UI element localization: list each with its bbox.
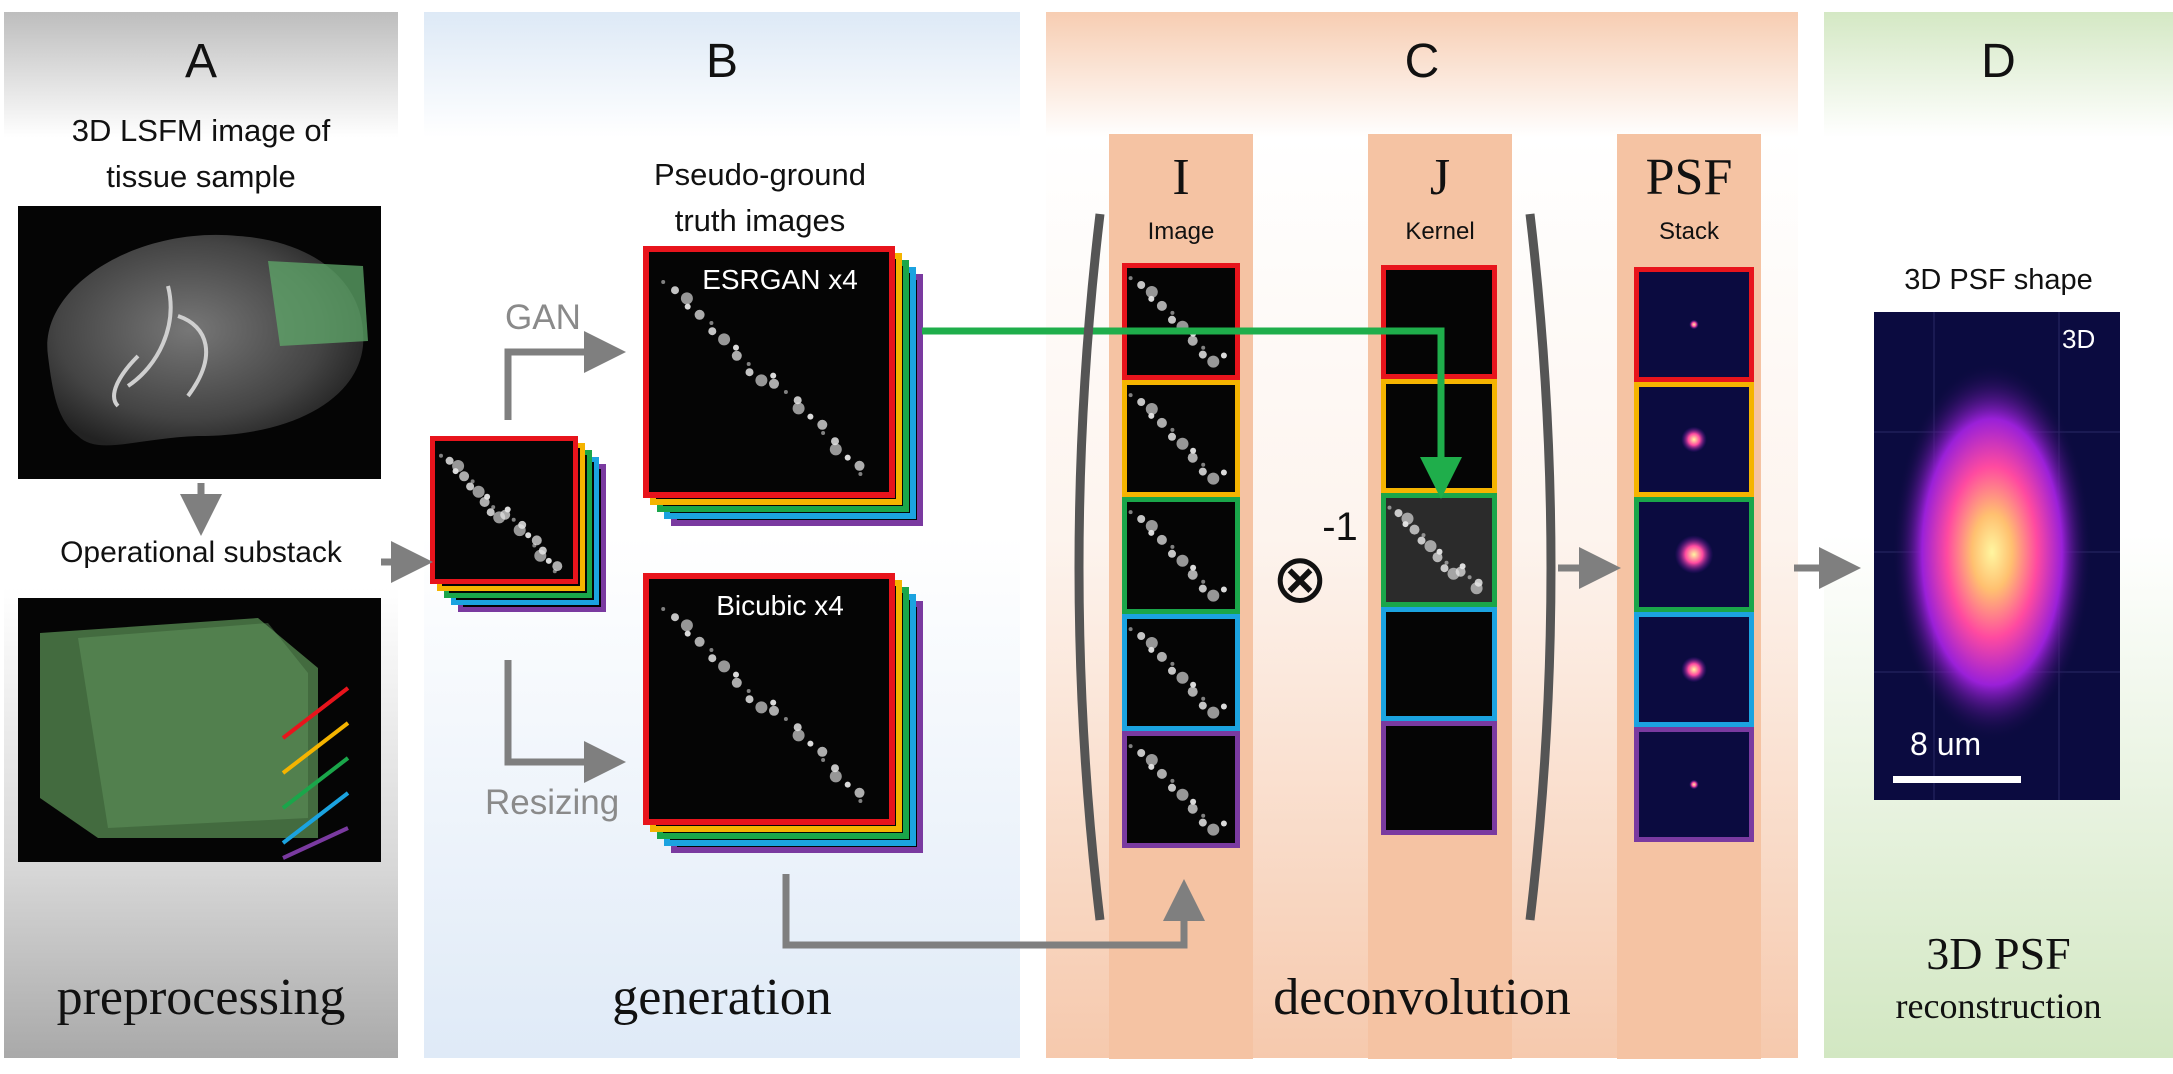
image-column-tile	[1122, 263, 1240, 380]
psf-column-tile	[1634, 267, 1754, 382]
esrgan-label: ESRGAN x4	[702, 264, 858, 295]
col-psf-symbol: PSF	[1645, 149, 1733, 206]
psf-3d-render	[1874, 312, 2120, 800]
kernel-column-tile	[1381, 493, 1497, 607]
psf-column-tile	[1634, 612, 1754, 727]
footer-deconvolution: deconvolution	[1273, 969, 1571, 1026]
kernel-column-tile	[1381, 607, 1497, 721]
bicubic-label: Bicubic x4	[716, 590, 844, 621]
operational-substack-label: Operational substack	[60, 536, 342, 569]
scale-bar	[1893, 776, 2021, 783]
image-column-tile	[1122, 731, 1240, 848]
pseudo-ground-truth-caption: Pseudo-ground truth images	[630, 152, 890, 244]
kernel-column-tile	[1381, 265, 1497, 379]
esrgan-stack-layer	[643, 246, 895, 498]
kernel-column-tile	[1381, 721, 1497, 835]
panel-letter-c: C	[1404, 35, 1440, 88]
col-j-symbol: J	[1429, 149, 1451, 206]
footer-preprocessing: preprocessing	[56, 969, 346, 1026]
substack-stack-layer	[430, 436, 578, 584]
operational-substack-image	[18, 598, 381, 862]
image-column-tile	[1122, 614, 1240, 731]
psf-3d-tag: 3D	[2062, 324, 2096, 354]
pseudo-caption-line1: Pseudo-ground	[654, 157, 866, 192]
panel-letter-a: A	[184, 35, 217, 88]
col-i-symbol: I	[1172, 149, 1190, 206]
resizing-label: Resizing	[485, 783, 620, 822]
bicubic-stack-layer	[643, 573, 895, 825]
col-psf-sub: Stack	[1658, 218, 1720, 245]
lsfm-caption-line2: tissue sample	[106, 159, 296, 194]
kernel-column-tile	[1381, 379, 1497, 493]
image-column-tile	[1122, 497, 1240, 614]
lsfm-caption: 3D LSFM image of tissue sample	[14, 108, 388, 200]
footer-psf-reconstruction: 3D PSF reconstruction	[1824, 928, 2173, 1032]
inverse-exponent: -1	[1322, 505, 1358, 549]
col-i-sub: Image	[1147, 218, 1215, 245]
lsfm-brain-image	[18, 206, 381, 479]
psf-column-tile	[1634, 727, 1754, 842]
scale-bar-label: 8 um	[1910, 726, 1982, 762]
psf-column-tile	[1634, 497, 1754, 612]
lsfm-caption-line1: 3D LSFM image of	[71, 113, 331, 148]
psf-column-tile	[1634, 382, 1754, 497]
gan-label: GAN	[505, 298, 581, 337]
col-j-sub: Kernel	[1405, 218, 1475, 245]
footer-d-line2: reconstruction	[1895, 986, 2102, 1026]
footer-generation: generation	[612, 969, 832, 1026]
pseudo-caption-line2: truth images	[674, 203, 846, 238]
footer-d-line1: 3D PSF	[1926, 928, 2071, 979]
inverse-convolution-operator: ⊗	[1271, 541, 1329, 617]
panel-letter-d: D	[1981, 35, 2016, 88]
psf-shape-title: 3D PSF shape	[1904, 264, 2093, 296]
image-column-tile	[1122, 380, 1240, 497]
panel-letter-b: B	[705, 35, 738, 88]
